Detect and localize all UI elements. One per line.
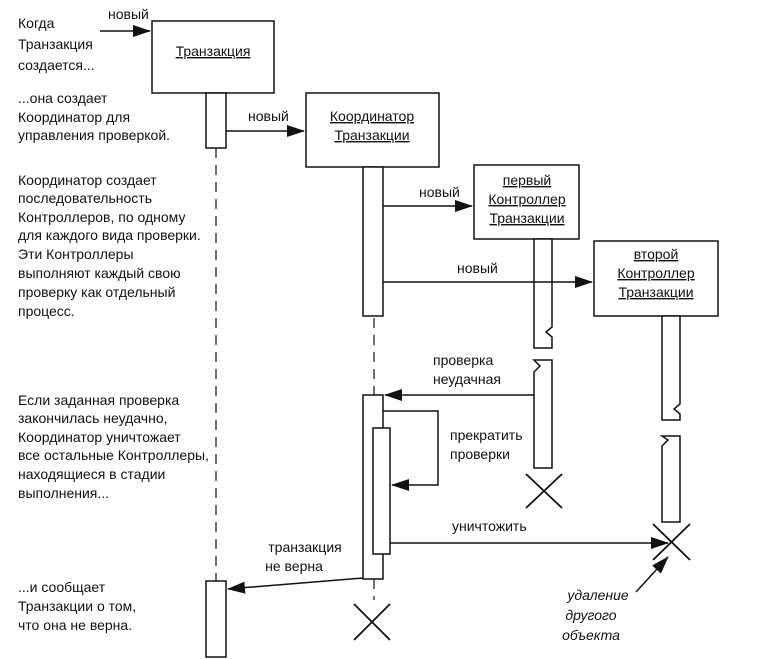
object-label: Транзакция: [176, 43, 251, 59]
note-line: Транзакция: [18, 36, 93, 52]
message-label: новый: [457, 260, 498, 276]
object-label: Координатор: [330, 108, 414, 124]
message-label: проверки: [450, 446, 510, 462]
message-label: уничтожить: [452, 518, 527, 534]
note-line: последовательность: [18, 190, 152, 206]
note-line: Эти Контроллеры: [18, 246, 134, 262]
note-creates-coordinator: ...она создает Координатор для управлени…: [18, 90, 170, 143]
message-stop-checks-self: [383, 410, 439, 491]
object-label: Транзакции: [334, 127, 409, 143]
note-line: процесс.: [18, 303, 75, 319]
note-line: Транзакции о том,: [18, 598, 136, 614]
destroy-controller-1-marker: [525, 473, 563, 509]
message-transaction-invalid: [227, 577, 364, 594]
note-line: ...и сообщает: [18, 579, 106, 595]
note-line: Координатор уничтожает: [18, 429, 181, 445]
destroy-coordinator-marker: [353, 603, 391, 641]
object-label: Контроллер: [617, 265, 694, 281]
note-line: ...она создает: [18, 90, 108, 106]
note-line: другого: [565, 607, 616, 623]
note-line: проверку как отдельный: [18, 284, 175, 300]
activation-coordinator-1: [362, 166, 384, 317]
message-label: прекратить: [450, 427, 522, 443]
activation-controller-2-upper: [661, 315, 681, 421]
note-line: Когда: [18, 15, 55, 31]
note-line: удаление: [566, 587, 629, 603]
note-line: объекта: [562, 627, 620, 643]
note-line: Контроллеров, по одному: [18, 209, 185, 225]
object-transaction: Транзакция: [151, 20, 275, 94]
message-label: транзакция: [268, 539, 341, 555]
note-line: создается...: [18, 57, 95, 73]
message-label: проверка: [433, 352, 493, 368]
activation-transaction-2: [205, 580, 227, 658]
note-line: все остальные Контроллеры,: [18, 447, 209, 463]
note-line: Если заданная проверка: [18, 392, 179, 408]
object-label: второй: [634, 246, 679, 262]
note-transaction-created: Когда Транзакция создается...: [18, 15, 95, 73]
object-box: [593, 240, 719, 317]
object-controller-1: первый Контроллер Транзакции: [473, 164, 580, 240]
object-label: первый: [503, 172, 551, 188]
object-label: Транзакции: [489, 210, 564, 226]
activation-transaction-1: [205, 92, 227, 149]
note-line: выполняют каждый свою: [18, 265, 181, 281]
note-line: закончилась неудачно,: [18, 410, 168, 426]
destroy-controller-2-marker: [652, 523, 691, 561]
object-label: Транзакции: [618, 284, 693, 300]
deletion-pointer-arrow: [635, 556, 669, 593]
note-line: управления проверкой.: [18, 127, 170, 143]
message-label: новый: [248, 108, 289, 124]
object-controller-2: второй Контроллер Транзакции: [593, 240, 719, 317]
note-line: что она не верна.: [18, 617, 132, 633]
activation-coordinator-nested: [372, 427, 391, 555]
note-line: выполнения...: [18, 485, 109, 501]
note-line: находящиеся в стадии: [18, 466, 165, 482]
object-box: [151, 20, 275, 94]
note-check-failed: Если заданная проверка закончилась неуда…: [18, 392, 209, 501]
message-label: неудачная: [433, 371, 501, 387]
activation-controller-1-lower: [532, 359, 553, 469]
object-label: Контроллер: [488, 191, 565, 207]
object-coordinator: Координатор Транзакции: [305, 92, 440, 168]
message-label: не верна: [265, 558, 323, 574]
note-deletion: удаление другого объекта: [562, 587, 629, 643]
object-box: [473, 164, 580, 240]
note-line: Координатор для: [18, 109, 130, 125]
note-line: для каждого вида проверки.: [18, 227, 201, 243]
note-line: Координатор создает: [18, 172, 157, 188]
note-coordinator-creates-controllers: Координатор создает последовательность К…: [18, 172, 201, 319]
message-label: новый: [108, 6, 149, 22]
activation-controller-2-lower: [659, 435, 681, 523]
activation-controller-1-upper: [533, 238, 553, 349]
message-label: новый: [419, 184, 460, 200]
note-informs-transaction: ...и сообщает Транзакции о том, что она …: [18, 579, 136, 633]
